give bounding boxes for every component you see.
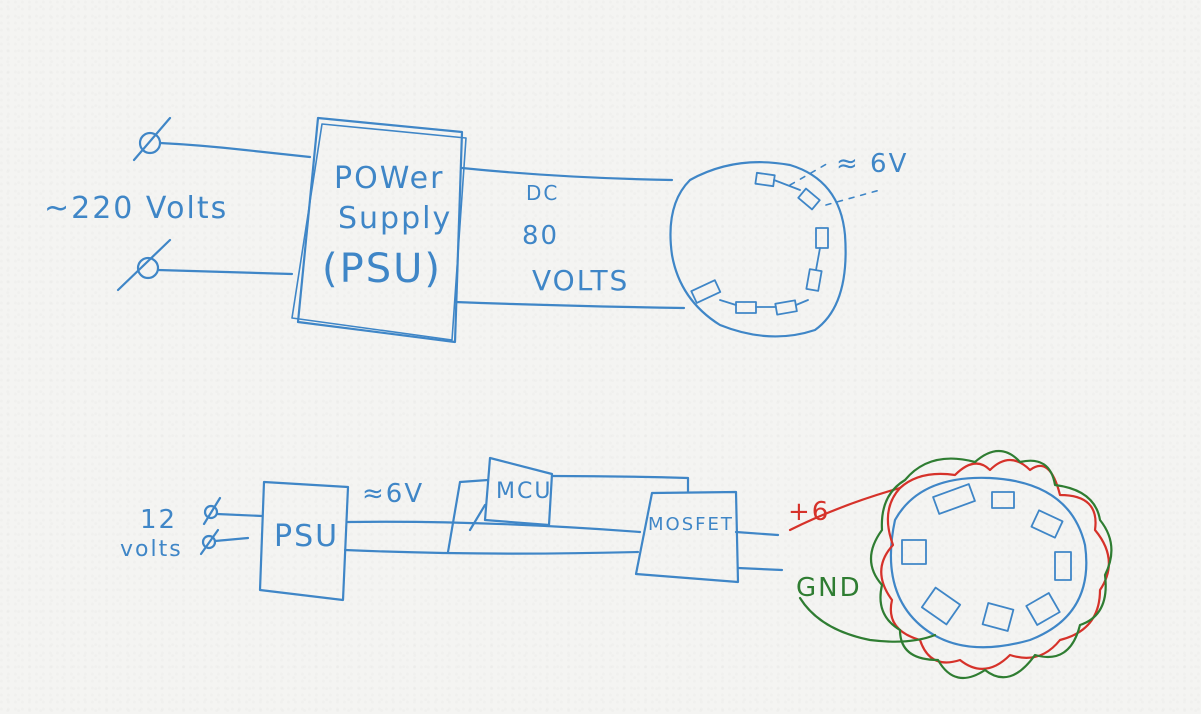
psu-label-line3: (PSU) bbox=[322, 246, 442, 292]
led-voltage-pointer bbox=[789, 161, 881, 206]
psu-output-wire-bottom bbox=[343, 548, 640, 555]
bottom-circuit bbox=[199, 456, 1088, 649]
dc-volts-label: VOLTS bbox=[532, 264, 629, 297]
mains-voltage-label: ~220 Volts bbox=[44, 191, 228, 226]
mcu-signal-wire bbox=[550, 474, 690, 494]
psu-label-line1: POWer bbox=[334, 161, 444, 196]
input-voltage-value: 12 bbox=[140, 505, 177, 535]
dc-label: DC bbox=[526, 181, 559, 205]
top-circuit bbox=[116, 116, 881, 344]
positive-terminal-label: +6 bbox=[788, 497, 830, 527]
mcu-power-tap bbox=[446, 478, 490, 554]
power-supply-box bbox=[291, 116, 467, 344]
input-voltage-unit: volts bbox=[120, 537, 183, 562]
dc-value-label: 80 bbox=[522, 221, 559, 251]
mosfet-output-wire-top bbox=[734, 530, 780, 537]
mosfet-box bbox=[634, 490, 740, 584]
bottom-labels: 12 volts PSU ≈6V MCU MOSFET +6 GND bbox=[120, 479, 862, 603]
ground-lead-wire bbox=[798, 596, 937, 643]
top-labels: ~220 Volts POWer Supply (PSU) DC 80 VOLT… bbox=[44, 149, 908, 297]
input-wire-bottom bbox=[213, 536, 250, 543]
mosfet-output-wire-bottom bbox=[736, 566, 784, 572]
psu-label-line2: Supply bbox=[338, 201, 452, 236]
psu-output-label: ≈6V bbox=[362, 479, 424, 509]
ground-loop-wire bbox=[870, 449, 1113, 680]
mosfet-box-label: MOSFET bbox=[648, 514, 734, 535]
led-chain bbox=[690, 171, 829, 316]
input-terminal-top bbox=[202, 496, 222, 526]
ground-terminal-label: GND bbox=[796, 573, 862, 603]
led-ring bbox=[669, 161, 847, 338]
bottom-led-ring bbox=[889, 476, 1088, 649]
bottom-led-chain bbox=[901, 483, 1072, 632]
ground-wiring bbox=[798, 449, 1113, 680]
ac-wire-top bbox=[158, 141, 312, 159]
psu-box-label: PSU bbox=[274, 519, 339, 554]
input-wire-top bbox=[215, 512, 264, 518]
psu-output-wire-top bbox=[346, 520, 642, 534]
mcu-box bbox=[483, 456, 554, 527]
led-voltage-label: ≈ 6V bbox=[836, 149, 908, 179]
dc-wire-bottom bbox=[453, 300, 686, 310]
psu-box bbox=[258, 480, 350, 602]
dc-wire-top bbox=[460, 166, 674, 182]
ac-terminal-bottom bbox=[116, 238, 172, 292]
mcu-box-label: MCU bbox=[496, 479, 552, 504]
ac-wire-bottom bbox=[156, 268, 294, 276]
positive-lead-wire bbox=[788, 486, 902, 532]
ac-terminal-top bbox=[132, 116, 172, 162]
